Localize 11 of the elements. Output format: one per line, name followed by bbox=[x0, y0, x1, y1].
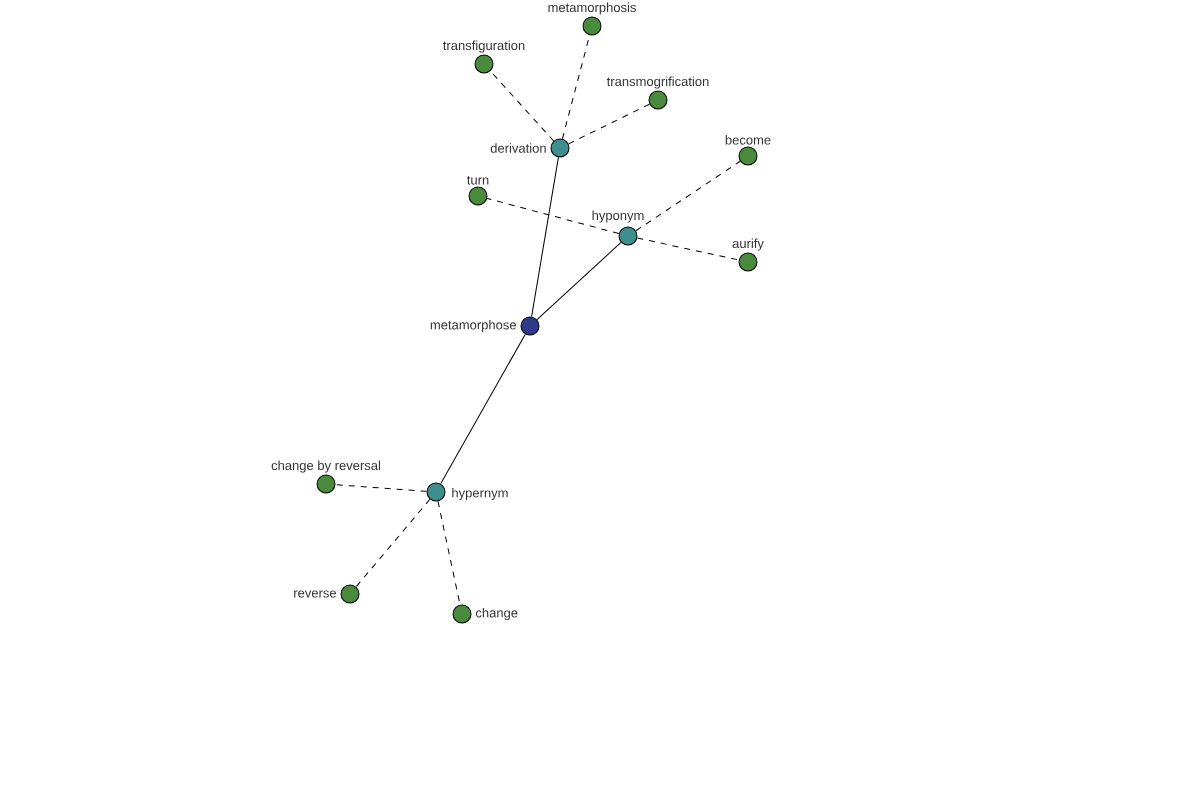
connector-line bbox=[440, 333, 526, 485]
dashed-line bbox=[486, 197, 620, 235]
dashed-line bbox=[635, 160, 741, 232]
dashed-line bbox=[568, 103, 650, 145]
dashed-line bbox=[355, 498, 431, 588]
connector-line bbox=[531, 156, 559, 318]
dashed-line bbox=[335, 484, 428, 492]
dashed-line bbox=[489, 70, 555, 142]
connector-line bbox=[536, 241, 622, 321]
dashed-line bbox=[636, 237, 740, 261]
dashed-line bbox=[437, 500, 461, 606]
